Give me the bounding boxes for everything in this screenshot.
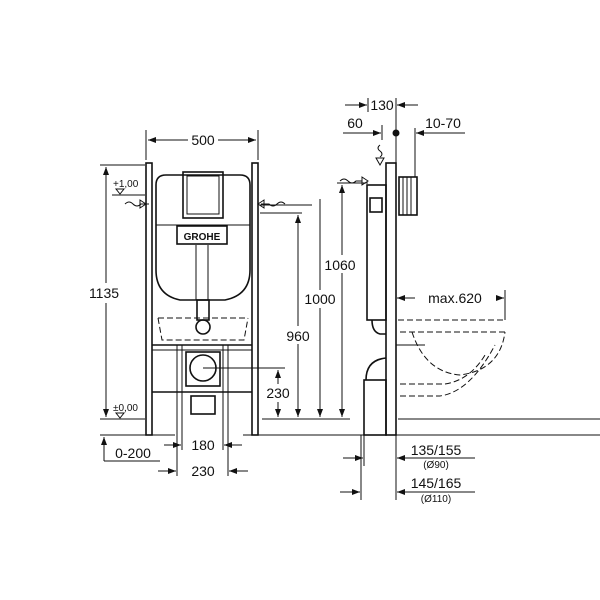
flush-plate [182,171,224,219]
cistern: GROHE [155,171,251,301]
pipe-90-note: (Ø90) [423,460,449,471]
flush-pipe [157,299,249,415]
bolt-spacing-label: 180 [191,437,215,453]
dimension-pipe-90: 135/155 (Ø90) [343,435,475,500]
toilet-bowl-dashed [396,319,506,397]
dimension-60: 60 [343,115,400,140]
pipe-110-label: 145/165 [411,475,462,491]
level-top-label: +1,00 [113,179,139,190]
dimension-960: 960 [260,212,310,417]
logo-text: GROHE [184,232,221,243]
height-1000-label: 1000 [304,291,335,307]
depth-label: 130 [370,97,394,113]
height-960-label: 960 [286,328,310,344]
front-frame [145,162,259,436]
dimension-0-200: 0-200 [101,437,160,462]
wall-reference-dot [392,129,400,137]
level-floor-label: ±0,00 [113,403,138,414]
drain-height-label: 230 [266,385,290,401]
wall-spacer [398,176,418,216]
dimension-max-620: max.620 [397,290,506,320]
grohe-logo [176,225,228,245]
drain-spacing-label: 230 [191,463,215,479]
width-label: 500 [191,132,215,148]
height-label: 1135 [89,285,119,301]
wall-gap-label: 10-70 [425,115,461,131]
pipe-90-label: 135/155 [411,442,462,458]
floor-line [100,418,600,436]
floor-adjust-label: 0-200 [115,445,151,461]
inlet-height-label: 1060 [324,257,355,273]
dimension-pipe-110: 145/165 (Ø110) [340,435,475,505]
bowl-projection-label: max.620 [428,290,482,306]
dimension-1135: 1135 [89,164,145,417]
dimension-230-drain: 230 [203,367,290,417]
dimension-1060: 1060 [324,182,368,417]
side-supply-arrows [339,144,385,186]
dimension-10-70: 10-70 [414,115,465,177]
dimension-1000: 1000 [260,199,336,417]
dimension-500: 500 [145,130,259,160]
water-supply-arrows [124,199,286,209]
level-marks: +1,00 ±0,00 [112,179,145,419]
dimension-130: 130 [345,97,418,163]
dimension-230-spacing: 230 [158,345,248,479]
offset-label: 60 [347,115,363,131]
dimension-180: 180 [164,345,242,453]
side-frame [363,162,418,436]
pipe-110-note: (Ø110) [421,494,451,505]
